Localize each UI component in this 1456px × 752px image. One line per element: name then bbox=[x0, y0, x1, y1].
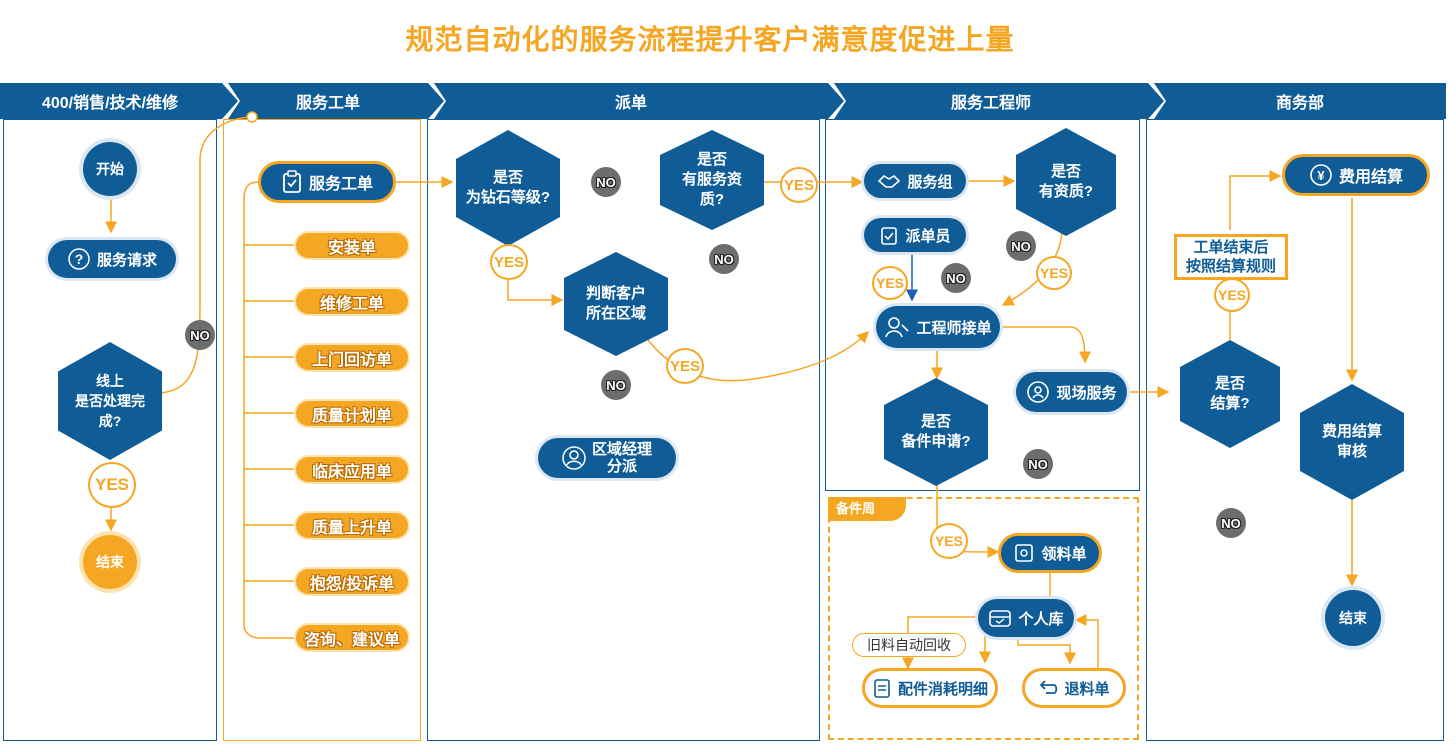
service-group-node: 服务组 bbox=[864, 164, 966, 198]
region-manager-node: 区域经理 分派 bbox=[538, 438, 676, 478]
lane-header-5: 商务部 bbox=[1275, 95, 1324, 112]
parts-consumption-node: 配件消耗明细 bbox=[862, 668, 998, 708]
lane-box-1 bbox=[3, 119, 217, 741]
order-type-repair: 维修工单 bbox=[296, 289, 408, 314]
order-type-complaint: 抱怨/投诉单 bbox=[296, 569, 408, 594]
lane-header-3: 派单 bbox=[614, 95, 647, 112]
settlement-rule-note: 工单结束后 按照结算规则 bbox=[1174, 234, 1288, 280]
no-label-region: NO bbox=[601, 370, 631, 400]
lane-header-banner bbox=[0, 83, 1446, 119]
no-label-hasqual: NO bbox=[1006, 231, 1036, 261]
return-order-node: 退料单 bbox=[1022, 668, 1126, 708]
order-type-advice: 咨询、建议单 bbox=[296, 625, 408, 650]
personal-store-node: 个人库 bbox=[978, 599, 1074, 637]
region-manager-label: 区域经理 分派 bbox=[591, 441, 652, 475]
spare-parts-label: 备件周 bbox=[828, 497, 906, 521]
lane-box-2 bbox=[223, 119, 421, 741]
lane-box-4 bbox=[825, 119, 1140, 491]
lane-box-3 bbox=[427, 119, 820, 741]
no-label-settle: NO bbox=[1216, 508, 1246, 538]
order-type-clinical: 临床应用单 bbox=[296, 457, 408, 482]
return-order-label: 退料单 bbox=[1064, 680, 1110, 698]
order-type-quality-up: 质量上升单 bbox=[296, 513, 408, 538]
yes-label-diamond: YES bbox=[490, 244, 528, 280]
package-icon bbox=[1013, 542, 1035, 564]
location-person-icon bbox=[1026, 380, 1050, 404]
no-label-spare: NO bbox=[1023, 449, 1053, 479]
personal-store-label: 个人库 bbox=[1018, 610, 1064, 628]
onsite-service-label: 现场服务 bbox=[1056, 384, 1117, 402]
service-order-label: 服务工单 bbox=[308, 176, 373, 193]
no-label-lane1: NO bbox=[185, 320, 215, 350]
order-type-install: 安装单 bbox=[296, 233, 408, 258]
lane-box-5 bbox=[1146, 119, 1444, 741]
list-icon bbox=[872, 677, 892, 699]
question-icon: ? bbox=[67, 247, 91, 271]
engineer-icon bbox=[884, 315, 910, 339]
handshake-icon bbox=[877, 171, 901, 191]
dispatcher-label: 派单员 bbox=[905, 227, 951, 245]
end-node-lane5: 结束 bbox=[1325, 590, 1381, 646]
yes-label-spare: YES bbox=[930, 523, 968, 559]
fee-settlement-node: ¥ 费用结算 bbox=[1282, 154, 1430, 196]
service-request-label: 服务请求 bbox=[96, 251, 157, 269]
order-type-visit: 上门回访单 bbox=[296, 345, 408, 370]
spare-parts-box bbox=[828, 497, 1139, 740]
pick-order-node: 领料单 bbox=[998, 533, 1102, 573]
fee-settlement-label: 费用结算 bbox=[1338, 169, 1403, 186]
dispatcher-node: 派单员 bbox=[864, 218, 966, 252]
parts-consumption-label: 配件消耗明细 bbox=[897, 680, 988, 698]
return-icon bbox=[1038, 679, 1058, 697]
clipboard-icon bbox=[281, 170, 303, 194]
yen-coin-icon: ¥ bbox=[1309, 163, 1333, 187]
start-node: 开始 bbox=[83, 142, 137, 196]
person-icon bbox=[562, 446, 586, 470]
yes-label-hasqual: YES bbox=[1036, 256, 1072, 290]
pick-order-label: 领料单 bbox=[1041, 545, 1087, 563]
customer-region-decision: 判断客户 所在区域 bbox=[564, 252, 668, 356]
onsite-service-node: 现场服务 bbox=[1016, 372, 1127, 412]
engineer-accept-node: 工程师接单 bbox=[876, 306, 1000, 348]
engineer-accept-label: 工程师接单 bbox=[916, 319, 992, 337]
yes-label-lane1: YES bbox=[88, 462, 136, 508]
service-group-label: 服务组 bbox=[907, 173, 953, 191]
lane-header-1: 400/销售/技术/维修 bbox=[41, 95, 179, 112]
no-label-dispatcher: NO bbox=[941, 263, 971, 293]
end-node-lane1: 结束 bbox=[83, 535, 137, 589]
fee-audit-decision: 费用结算 审核 bbox=[1300, 384, 1404, 500]
lane-header-2: 服务工单 bbox=[295, 95, 360, 112]
no-label-diamond: NO bbox=[591, 167, 621, 197]
auto-recycle-label: 旧料自动回收 bbox=[852, 633, 966, 657]
lane-header-4: 服务工程师 bbox=[950, 95, 1031, 112]
service-request-node: ? 服务请求 bbox=[48, 240, 176, 278]
yes-label-qualify: YES bbox=[780, 167, 818, 203]
order-type-quality-plan: 质量计划单 bbox=[296, 401, 408, 426]
box-icon bbox=[988, 608, 1012, 628]
yes-label-settle: YES bbox=[1214, 278, 1250, 312]
svg-text:?: ? bbox=[75, 251, 84, 267]
yes-label-region: YES bbox=[666, 348, 704, 384]
yes-label-dispatcher: YES bbox=[872, 266, 908, 300]
service-order-main: 服务工单 bbox=[258, 161, 396, 203]
page-title: 规范自动化的服务流程提升客户满意度促进上量 bbox=[405, 24, 1015, 55]
clipboard-icon bbox=[879, 224, 899, 246]
no-label-qualify: NO bbox=[709, 244, 739, 274]
svg-text:¥: ¥ bbox=[1317, 168, 1325, 183]
